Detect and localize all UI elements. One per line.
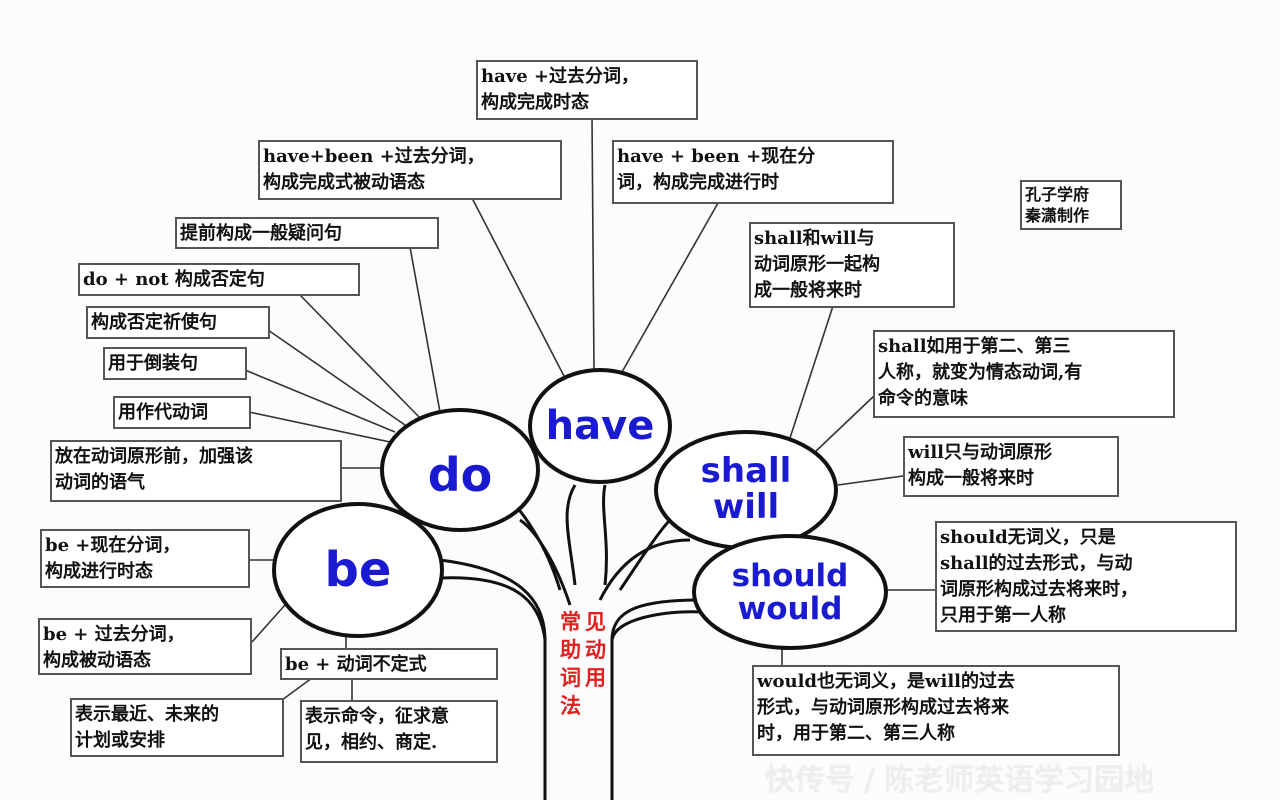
box-will-future: will只与动词原形 构成一般将来时 — [903, 436, 1119, 497]
watermark: 快传号 / 陈老师英语学习园地 — [765, 763, 1155, 798]
box-do-not: do + not 构成否定句 — [78, 263, 360, 296]
credit-box: 孔子学府 秦潇制作 — [1020, 180, 1122, 230]
should-would-circle — [692, 534, 888, 650]
box-be-present-participle: be +现在分词， 构成进行时态 — [40, 529, 250, 588]
box-do-proverb: 用作代动词 — [113, 396, 251, 429]
box-should: should无词义，只是 shall的过去形式，与动 词原形构成过去将来时， 只… — [935, 521, 1237, 632]
box-have-past-participle: have +过去分词， 构成完成时态 — [476, 60, 698, 120]
node-do-label: do — [427, 447, 493, 502]
node-should-label: should — [731, 558, 849, 595]
box-shall-will-future: shall和will与 动词原形一起构 成一般将来时 — [749, 222, 955, 308]
diagram-title: 常见助动词用法 — [560, 609, 610, 718]
do-circle — [380, 408, 540, 532]
node-would-label: would — [737, 591, 843, 627]
box-have-been-present-participle: have + been +现在分 词，构成完成进行时 — [612, 140, 894, 204]
box-shall-modal: shall如用于第二、第三 人称，就变为情态动词,有 命令的意味 — [873, 330, 1175, 418]
node-have-label: have — [545, 403, 655, 449]
box-be-to-command: 表示命令，征求意 见，相约、商定. — [300, 700, 498, 763]
box-would: would也无词义，是will的过去 形式，与动词原形构成过去将来 时，用于第二… — [752, 665, 1120, 756]
box-do-imperative: 构成否定祈使句 — [86, 306, 270, 339]
node-be: be — [274, 525, 442, 615]
box-do-inversion: 用于倒装句 — [103, 347, 247, 380]
box-be-to-plan: 表示最近、未来的 计划或安排 — [70, 698, 284, 757]
node-have: have — [530, 386, 670, 466]
have-circle — [528, 368, 672, 484]
box-be-infinitive: be + 动词不定式 — [280, 648, 498, 680]
box-do-emphasis: 放在动词原形前，加强该 动词的语气 — [50, 440, 342, 502]
be-circle — [272, 502, 444, 638]
box-be-past-participle: be + 过去分词， 构成被动语态 — [38, 618, 252, 675]
node-be-label: be — [324, 541, 392, 598]
node-shall-label: shall — [700, 451, 792, 492]
node-do: do — [382, 430, 538, 520]
node-will-label: will — [712, 487, 780, 527]
box-have-been-past-participle: have+been +过去分词， 构成完成式被动语态 — [258, 140, 562, 200]
box-do-question: 提前构成一般疑问句 — [175, 217, 439, 249]
